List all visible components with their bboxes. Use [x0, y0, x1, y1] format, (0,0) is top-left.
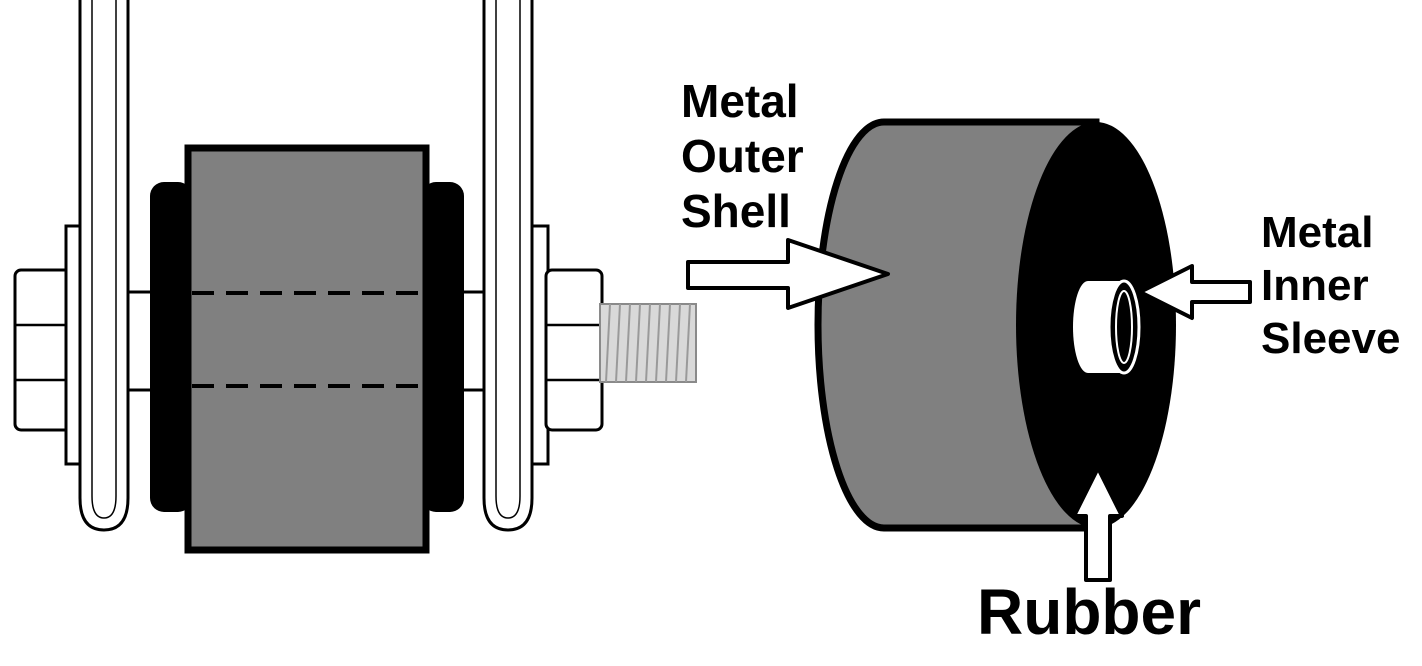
arrow-rubber	[1072, 466, 1124, 582]
label-metal-outer-shell: Metal Outer Shell	[681, 74, 804, 239]
arrow-inner-sleeve	[1138, 264, 1252, 320]
arrow-outer-shell	[686, 238, 890, 310]
label-line: Metal	[681, 75, 799, 127]
label-line: Rubber	[977, 576, 1201, 648]
label-line: Outer	[681, 130, 804, 182]
bracket-arm-right	[482, 0, 534, 532]
label-rubber: Rubber	[977, 574, 1201, 650]
bracket-arm-left	[78, 0, 130, 532]
label-line: Inner	[1261, 261, 1369, 310]
standalone-bushing	[814, 118, 1176, 532]
bolt-thread	[599, 303, 697, 383]
label-line: Shell	[681, 185, 791, 237]
label-line: Sleeve	[1261, 314, 1401, 363]
installed-bushing-assembly	[13, 0, 697, 554]
hex-nut-right	[544, 268, 604, 432]
inner-sleeve	[1073, 279, 1141, 375]
bushing-body	[184, 144, 430, 554]
rubber-ring-right	[422, 182, 464, 512]
outer-shell	[814, 118, 1100, 532]
label-line: Metal	[1261, 208, 1374, 257]
label-metal-inner-sleeve: Metal Inner Sleeve	[1261, 206, 1400, 365]
rubber-ring-left	[150, 182, 192, 512]
